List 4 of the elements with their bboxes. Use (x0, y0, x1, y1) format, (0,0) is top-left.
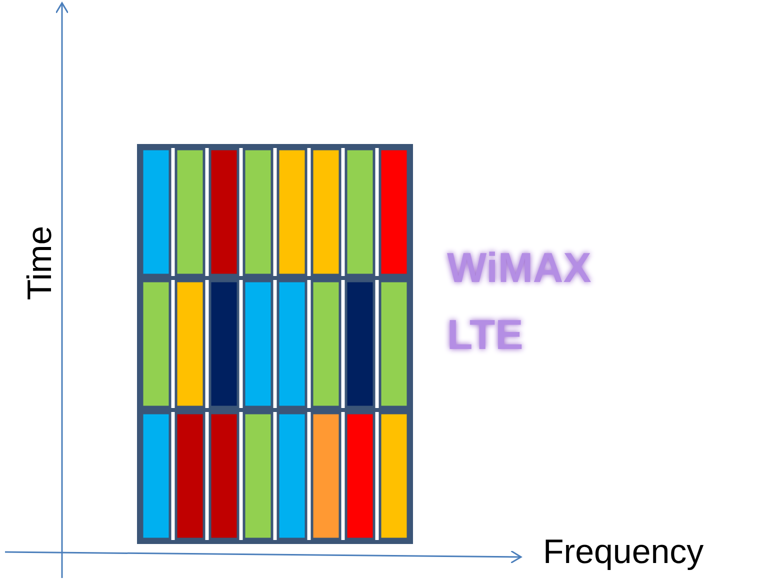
standard-label: LTE (447, 314, 524, 356)
axis-label: Time (23, 224, 57, 302)
standard-label: WiMAX (447, 247, 592, 289)
axis-label: Frequency (543, 535, 704, 569)
